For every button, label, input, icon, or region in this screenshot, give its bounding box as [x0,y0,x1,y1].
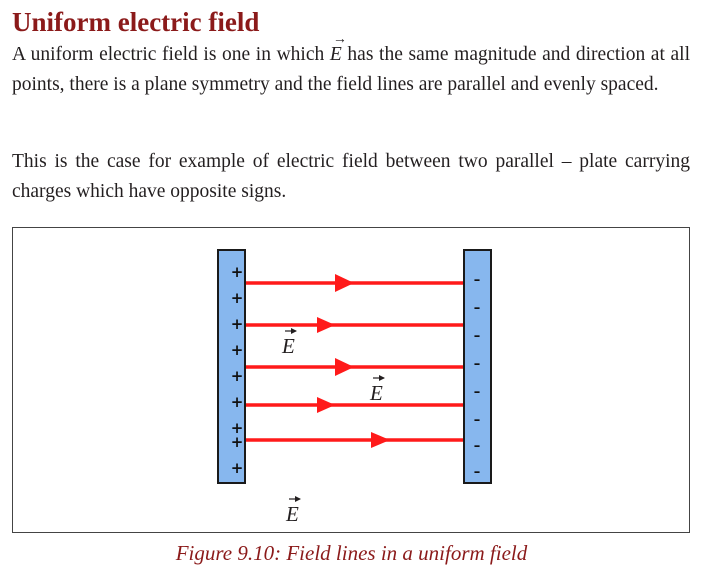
vector-e-label-1: E [281,328,297,358]
field-diagram: + + + + + + + + + – – – – – – – – E [12,227,690,533]
positive-charges: + + + + + + + + + [231,263,244,477]
plus-charge: + [231,367,244,385]
field-line-4 [233,397,464,413]
field-lines [233,274,464,448]
svg-text:E: E [285,502,299,526]
figure-caption: Figure 9.10: Field lines in a uniform fi… [175,541,528,565]
vector-e-label-2: E [369,375,385,405]
field-line-5 [233,432,464,448]
minus-charge: – [474,439,481,454]
minus-charge: – [474,385,481,400]
section-heading: Uniform electric field [12,7,260,37]
example-paragraph: This is the case for example of electric… [12,151,690,202]
plus-charge: + [231,263,244,281]
svg-text:E: E [281,334,295,358]
plus-charge: + [231,289,244,307]
vector-e-label-3: E [285,496,301,526]
negative-charges: – – – – – – – – [474,273,481,480]
positive-plate [217,249,246,484]
minus-charge: – [474,413,481,428]
vector-e-symbol: E [330,25,347,70]
field-line-3 [233,358,464,376]
plus-charge: + [231,419,244,437]
minus-charge: – [474,357,481,372]
svg-text:E: E [369,381,383,405]
plus-charge: + [231,341,244,359]
plus-charge: + [231,393,244,411]
definition-paragraph: A uniform electric field is one in which… [12,25,690,100]
minus-charge: – [474,273,481,288]
definition-text-start: A uniform electric field is one in which [12,44,330,65]
minus-charge: – [474,465,481,480]
minus-charge: – [474,301,481,316]
definition-text-end: has the same magnitude and direction at … [12,44,690,95]
field-line-1 [233,274,464,292]
plus-charge: + [231,315,244,333]
field-line-2 [233,317,464,333]
plus-charge: + [231,433,244,451]
minus-charge: – [474,329,481,344]
plus-charge: + [231,459,244,477]
negative-plate [463,249,492,484]
